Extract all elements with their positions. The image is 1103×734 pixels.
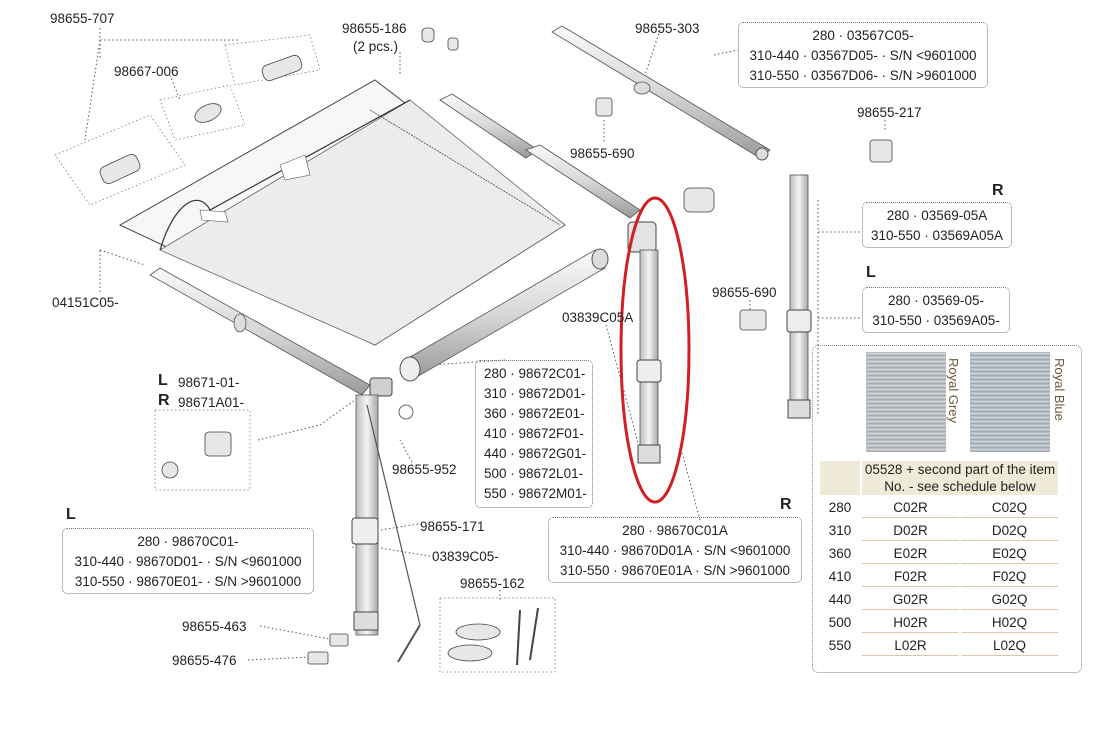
highlight-ellipse — [619, 196, 691, 504]
row-size: 500 — [828, 615, 852, 630]
label-98655-476: 98655-476 — [172, 653, 237, 668]
box-roller-line1: 280 · 98672C01- — [484, 366, 586, 381]
label-98655-690-mid: 98655-690 — [712, 285, 777, 300]
row-size: 360 — [828, 546, 852, 561]
label-04151C05: 04151C05- — [52, 295, 119, 310]
label-98655-162: 98655-162 — [460, 576, 525, 591]
swatch-royal-blue-label: Royal Blue — [1052, 358, 1067, 421]
swatch-royal-blue — [970, 352, 1050, 452]
letter-L-leg: L — [866, 264, 876, 281]
schedule-header: 05528 + second part of the item No. - se… — [862, 461, 1058, 495]
box-top-arm-line3: 310-550 · 03567D06- · S/N >9601000 — [749, 68, 977, 83]
box-roller: 280 · 98672C01- 310 · 98672D01- 360 · 98… — [475, 360, 593, 508]
letter-L-arm: L — [66, 506, 76, 523]
label-98655-217: 98655-217 — [857, 105, 922, 120]
table-row: 280 C02R C02Q — [820, 497, 1058, 518]
box-arm-L-line2: 310-440 · 98670D01- · S/N <9601000 — [74, 554, 302, 569]
box-arm-L-line1: 280 · 98670C01- — [137, 534, 239, 549]
roller-tube — [399, 248, 609, 382]
schedule-header-row: 05528 + second part of the item No. - se… — [820, 461, 1058, 495]
letter-R-arm: R — [780, 496, 792, 513]
schedule-header-blank — [820, 461, 860, 495]
box-roller-line5: 440 · 98672G01- — [484, 446, 587, 461]
row-grey-code: H02R — [862, 612, 959, 633]
box-roller-line4: 410 · 98672F01- — [484, 426, 584, 441]
table-row: 500 H02R H02Q — [820, 612, 1058, 633]
box-arm-R: 280 · 98670C01A 310-440 · 98670D01A · S/… — [548, 517, 802, 583]
box-arm-R-line2: 310-440 · 98670D01A · S/N <9601000 — [559, 543, 791, 558]
table-row: 410 F02R F02Q — [820, 566, 1058, 587]
table-row: 310 D02R D02Q — [820, 520, 1058, 541]
box-roller-line2: 310 · 98672D01- — [484, 386, 586, 401]
letter-R-98671: R — [158, 392, 170, 409]
row-size: 440 — [828, 592, 852, 607]
rear-bar — [439, 93, 641, 219]
swatch-royal-grey — [866, 352, 946, 452]
letter-L-98671: L — [158, 372, 168, 389]
box-leg-L: 280 · 03569-05- 310-550 · 03569A05- — [862, 287, 1010, 333]
row-grey-code: C02R — [862, 497, 959, 518]
label-03839C05A: 03839C05A — [562, 310, 634, 325]
box-leg-L-line1: 280 · 03569-05- — [887, 293, 985, 308]
row-size: 280 — [828, 500, 852, 515]
box-arm-R-line1: 280 · 98670C01A — [622, 523, 728, 538]
row-blue-code: E02Q — [961, 543, 1058, 564]
fabric-schedule-table: 05528 + second part of the item No. - se… — [818, 459, 1060, 658]
box-roller-line7: 550 · 98672M01- — [484, 486, 587, 501]
row-size: 550 — [828, 638, 852, 653]
far-right-leg — [786, 174, 812, 419]
table-row: 550 L02R L02Q — [820, 635, 1058, 656]
box-leg-R-line1: 280 · 03569-05A — [886, 208, 988, 223]
hardware-parts — [54, 27, 893, 673]
right-leg-highlighted — [619, 196, 691, 504]
label-03839C05: 03839C05- — [432, 549, 499, 564]
box-top-arm-line2: 310-440 · 03567D05- · S/N <9601000 — [749, 48, 977, 63]
box-leg-L-line2: 310-550 · 03569A05- — [872, 313, 1000, 328]
box-arm-L: 280 · 98670C01- 310-440 · 98670D01- · S/… — [62, 528, 314, 594]
label-98671A01: 98671A01- — [178, 395, 245, 410]
box-roller-line6: 500 · 98672L01- — [484, 466, 584, 481]
top-arm — [551, 25, 771, 161]
row-blue-code: C02Q — [961, 497, 1058, 518]
row-grey-code: F02R — [862, 566, 959, 587]
label-98655-463: 98655-463 — [182, 619, 247, 634]
row-grey-code: D02R — [862, 520, 959, 541]
label-98655-186-qty: (2 pcs.) — [353, 39, 399, 54]
letter-R-leg: R — [992, 182, 1004, 199]
label-98655-171: 98655-171 — [420, 519, 485, 534]
left-leg — [351, 394, 421, 663]
row-grey-code: E02R — [862, 543, 959, 564]
left-arm — [149, 267, 393, 397]
box-arm-R-line3: 310-550 · 98670E01A · S/N >9601000 — [559, 563, 791, 578]
row-size: 410 — [828, 569, 852, 584]
row-blue-code: D02Q — [961, 520, 1058, 541]
row-blue-code: H02Q — [961, 612, 1058, 633]
row-blue-code: G02Q — [961, 589, 1058, 610]
box-leg-R: 280 · 03569-05A 310-550 · 03569A05A — [862, 202, 1012, 248]
label-98655-303: 98655-303 — [635, 21, 700, 36]
box-top-arm-line1: 280 · 03567C05- — [812, 28, 914, 43]
fabric-panel — [812, 345, 1082, 673]
swatch-royal-grey-label: Royal Grey — [946, 358, 961, 424]
row-blue-code: F02Q — [961, 566, 1058, 587]
label-98655-690-top: 98655-690 — [570, 146, 635, 161]
label-98667-006: 98667-006 — [114, 64, 179, 79]
label-98655-707: 98655-707 — [50, 11, 115, 26]
label-98671-01: 98671-01- — [178, 375, 240, 390]
row-size: 310 — [828, 523, 852, 538]
box-top-arm: 280 · 03567C05- 310-440 · 03567D05- · S/… — [738, 22, 988, 88]
row-grey-code: L02R — [862, 635, 959, 656]
box-leg-R-line2: 310-550 · 03569A05A — [870, 228, 1004, 243]
table-row: 360 E02R E02Q — [820, 543, 1058, 564]
table-row: 440 G02R G02Q — [820, 589, 1058, 610]
awning-canvas — [118, 79, 566, 346]
label-98655-952: 98655-952 — [392, 462, 457, 477]
box-arm-L-line3: 310-550 · 98670E01- · S/N >9601000 — [74, 574, 302, 589]
row-blue-code: L02Q — [961, 635, 1058, 656]
row-grey-code: G02R — [862, 589, 959, 610]
label-98655-186: 98655-186 — [342, 21, 407, 36]
box-roller-line3: 360 · 98672E01- — [484, 406, 585, 421]
